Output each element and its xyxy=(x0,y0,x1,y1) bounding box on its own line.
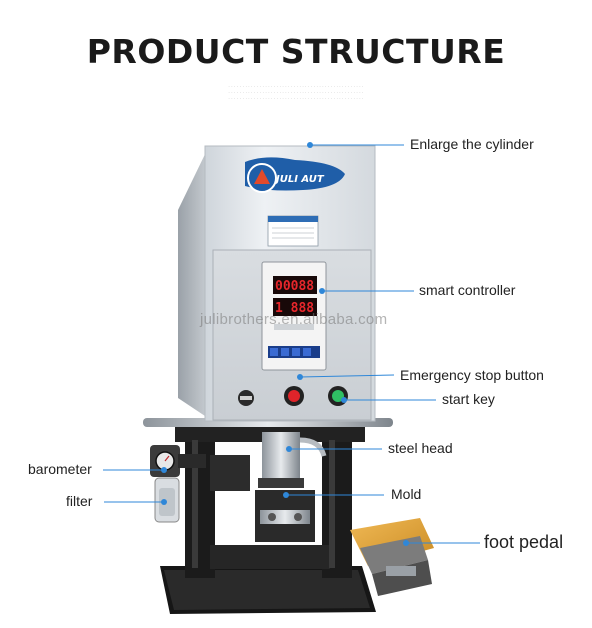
label-steel-head: steel head xyxy=(388,440,453,456)
steel-head xyxy=(258,432,327,488)
watermark: julibrothers.en.alibaba.com xyxy=(200,311,388,328)
controller-display-bottom: 1 888 xyxy=(275,301,314,316)
page-title: PRODUCT STRUCTURE xyxy=(86,32,506,71)
brand-badge xyxy=(245,157,345,193)
foot-pedal xyxy=(350,518,434,596)
mold xyxy=(255,490,315,542)
smart-controller xyxy=(261,261,327,371)
label-controller: smart controller xyxy=(419,282,516,298)
brand-plate-text: JULI AUT xyxy=(274,174,325,185)
subtitle-fine-print: · · · · · · · · · · · · · · · · · · · · … xyxy=(228,84,364,101)
callouts xyxy=(103,142,480,546)
label-mold: Mold xyxy=(391,486,422,502)
label-cylinder: Enlarge the cylinder xyxy=(410,136,534,152)
label-filter: filter xyxy=(66,493,93,509)
valve-block xyxy=(210,455,250,491)
spec-label xyxy=(267,215,319,247)
label-barometer: barometer xyxy=(28,461,92,477)
housing xyxy=(178,145,376,422)
label-foot-pedal: foot pedal xyxy=(484,532,564,552)
controller-display-top: 00088 xyxy=(275,279,314,294)
air-unit xyxy=(150,445,206,523)
label-start-key: start key xyxy=(442,391,495,407)
label-estop: Emergency stop button xyxy=(400,367,544,383)
